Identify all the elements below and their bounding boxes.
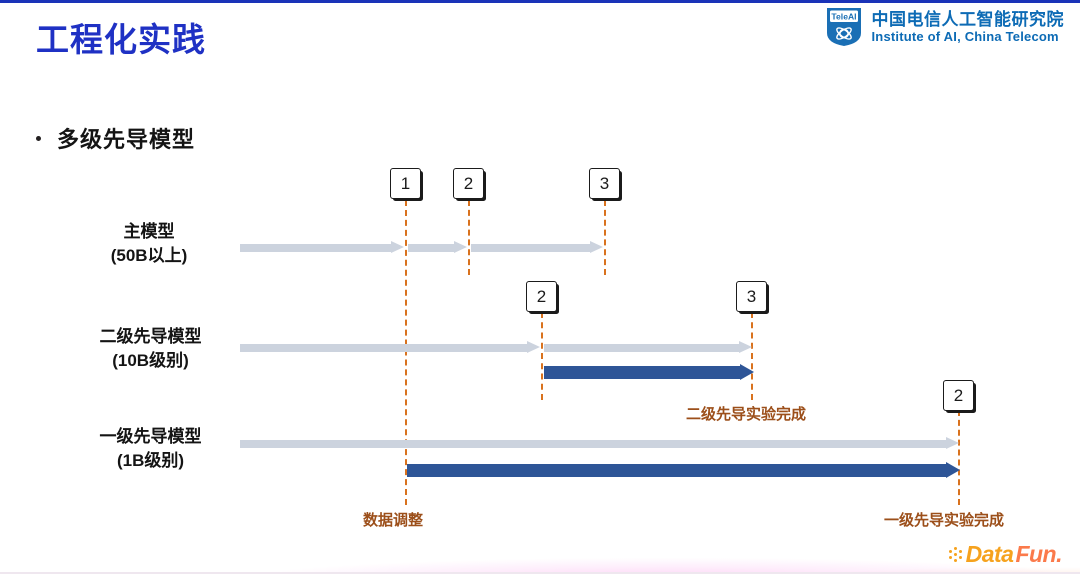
arrow-shaft	[471, 243, 590, 252]
guide-line-tier2-done	[751, 312, 753, 400]
marker-bot-2[interactable]: 2	[943, 380, 974, 411]
brand-name-en: Institute of AI, China Telecom	[871, 28, 1059, 44]
arrow-head-icon	[739, 341, 752, 353]
teleai-badge-icon: TeleAI	[825, 6, 863, 48]
bullet-dot-icon	[36, 135, 41, 141]
marker-mid-3[interactable]: 3	[736, 281, 767, 312]
arrow-head-icon	[454, 241, 467, 253]
row-subtitle-tier1-model: (1B级别)	[116, 450, 185, 470]
tier2-experiment-arrow	[544, 364, 754, 381]
datafun-logo-part2: Fun.	[1015, 541, 1062, 567]
row-label-tier2-model: 二级先导模型 (10B级别)	[68, 325, 233, 373]
tier2-gray-arrow-segment-1	[240, 341, 540, 354]
row-label-main-model: 主模型 (50B以上)	[84, 220, 214, 268]
arrow-head-icon	[946, 437, 959, 449]
datafun-logo: Data Fun.	[948, 541, 1062, 568]
arrow-shaft	[408, 243, 454, 252]
marker-mid-2[interactable]: 2	[526, 281, 557, 312]
row-subtitle-main-model: (50B以上)	[110, 245, 188, 265]
guide-line-top-2	[468, 200, 470, 275]
main-model-arrow-segment-2	[408, 241, 467, 254]
main-model-arrow-segment-1	[240, 241, 404, 254]
page-title: 工程化实践	[36, 21, 206, 58]
arrow-shaft	[544, 366, 740, 379]
main-model-arrow-segment-3	[471, 241, 603, 254]
datafun-logo-part1: Data	[965, 541, 1014, 567]
row-title-tier1-model: 一级先导模型	[99, 427, 202, 446]
arrow-head-icon	[527, 341, 540, 353]
marker-top-2[interactable]: 2	[453, 168, 484, 199]
row-title-main-model: 主模型	[123, 222, 175, 241]
tier1-experiment-arrow	[407, 462, 960, 479]
tier1-gray-arrow	[240, 437, 959, 450]
header-top-rule	[0, 0, 1080, 3]
svg-text:TeleAI: TeleAI	[831, 11, 856, 21]
footer-gradient	[0, 530, 1080, 574]
arrow-shaft	[240, 439, 946, 448]
arrow-head-icon	[740, 364, 754, 380]
brand-text: 中国电信人工智能研究院 Institute of AI, China Telec…	[871, 9, 1065, 44]
arrow-shaft	[407, 464, 946, 477]
guide-line-top-3	[604, 200, 606, 275]
footer-rule	[0, 572, 1080, 574]
guide-line-mid-2	[541, 312, 543, 400]
brand-name-cn: 中国电信人工智能研究院	[871, 9, 1064, 29]
arrow-shaft	[240, 343, 527, 352]
row-title-tier2-model: 二级先导模型	[99, 327, 202, 346]
guide-line-tier1-done	[958, 410, 960, 505]
caption-data-adjust: 数据调整	[363, 512, 424, 529]
arrow-head-icon	[391, 241, 404, 253]
tier2-gray-arrow-segment-2	[544, 341, 752, 354]
arrow-head-icon	[946, 462, 960, 478]
bullet-item: 多级先导模型	[36, 122, 195, 154]
brand-logo: TeleAI 中国电信人工智能研究院 Institute of AI, Chin…	[825, 6, 1065, 48]
row-label-tier1-model: 一级先导模型 (1B级别)	[68, 425, 233, 473]
arrow-shaft	[240, 243, 391, 252]
arrow-head-icon	[590, 241, 603, 253]
marker-top-1[interactable]: 1	[390, 168, 421, 199]
row-subtitle-tier2-model: (10B级别)	[112, 350, 189, 370]
marker-top-3[interactable]: 3	[589, 168, 620, 199]
caption-tier1-done: 一级先导实验完成	[884, 512, 1005, 529]
caption-tier2-done: 二级先导实验完成	[686, 406, 807, 423]
guide-line-data-adjust	[405, 200, 407, 505]
arrow-shaft	[544, 343, 739, 352]
datafun-dots-icon	[948, 546, 964, 564]
bullet-item-label: 多级先导模型	[57, 127, 196, 152]
